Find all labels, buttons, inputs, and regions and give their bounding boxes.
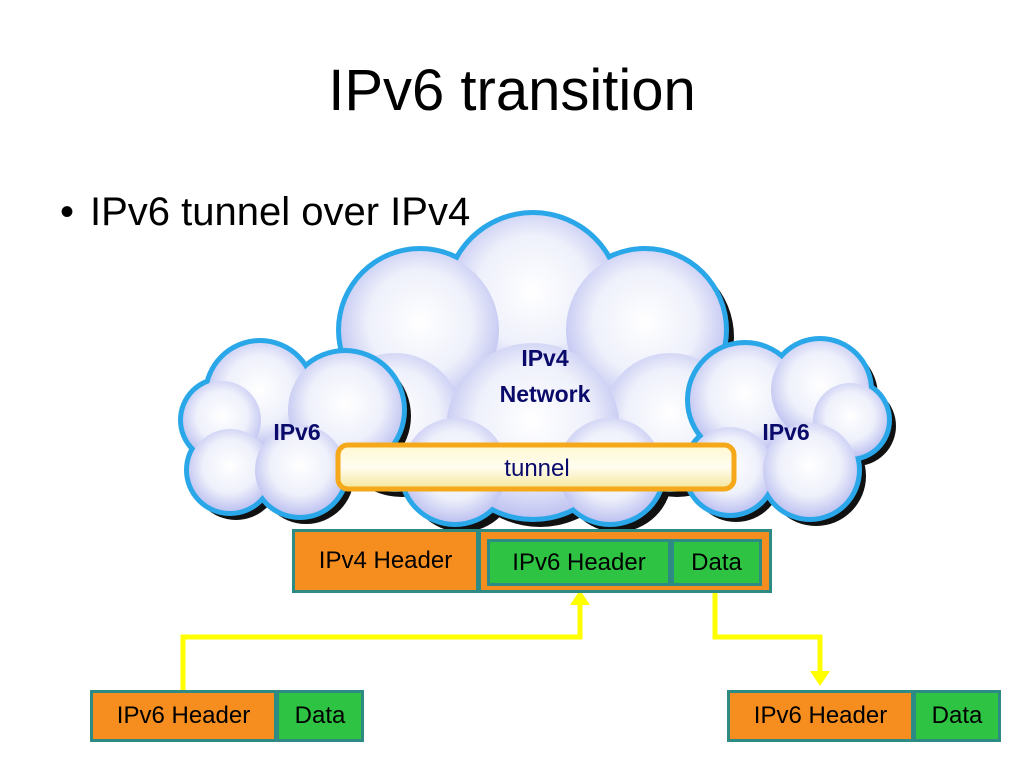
ipv6-label-right: IPv6 [762,419,809,445]
ipv4-header-cell: IPv4 Header [292,529,479,593]
slide-title: IPv6 transition [328,58,696,123]
encapsulation-arrow [180,590,590,690]
tunnel-label: tunnel [504,455,569,482]
ipv4-label-line1: IPv4 [521,345,569,371]
tunnel-bar [335,442,737,492]
ipv6-label-left: IPv6 [273,419,320,445]
ipv6-header-cell-right: IPv6 Header [727,690,914,742]
ipv6-cloud-left [178,338,411,524]
data-cell-right: Data [913,690,1001,742]
inner-ipv6-header-cell: IPv6 Header [487,539,671,586]
ipv4-label-line2: Network [500,381,591,407]
data-cell-left: Data [276,690,364,742]
ipv6-header-cell-left: IPv6 Header [90,690,277,742]
bullet-text: IPv6 tunnel over IPv4 [90,190,471,234]
decapsulation-arrow [712,592,830,686]
bullet-marker: • [60,190,75,234]
inner-data-cell: Data [671,539,762,586]
bullet-item: • IPv6 tunnel over IPv4 [60,192,470,232]
